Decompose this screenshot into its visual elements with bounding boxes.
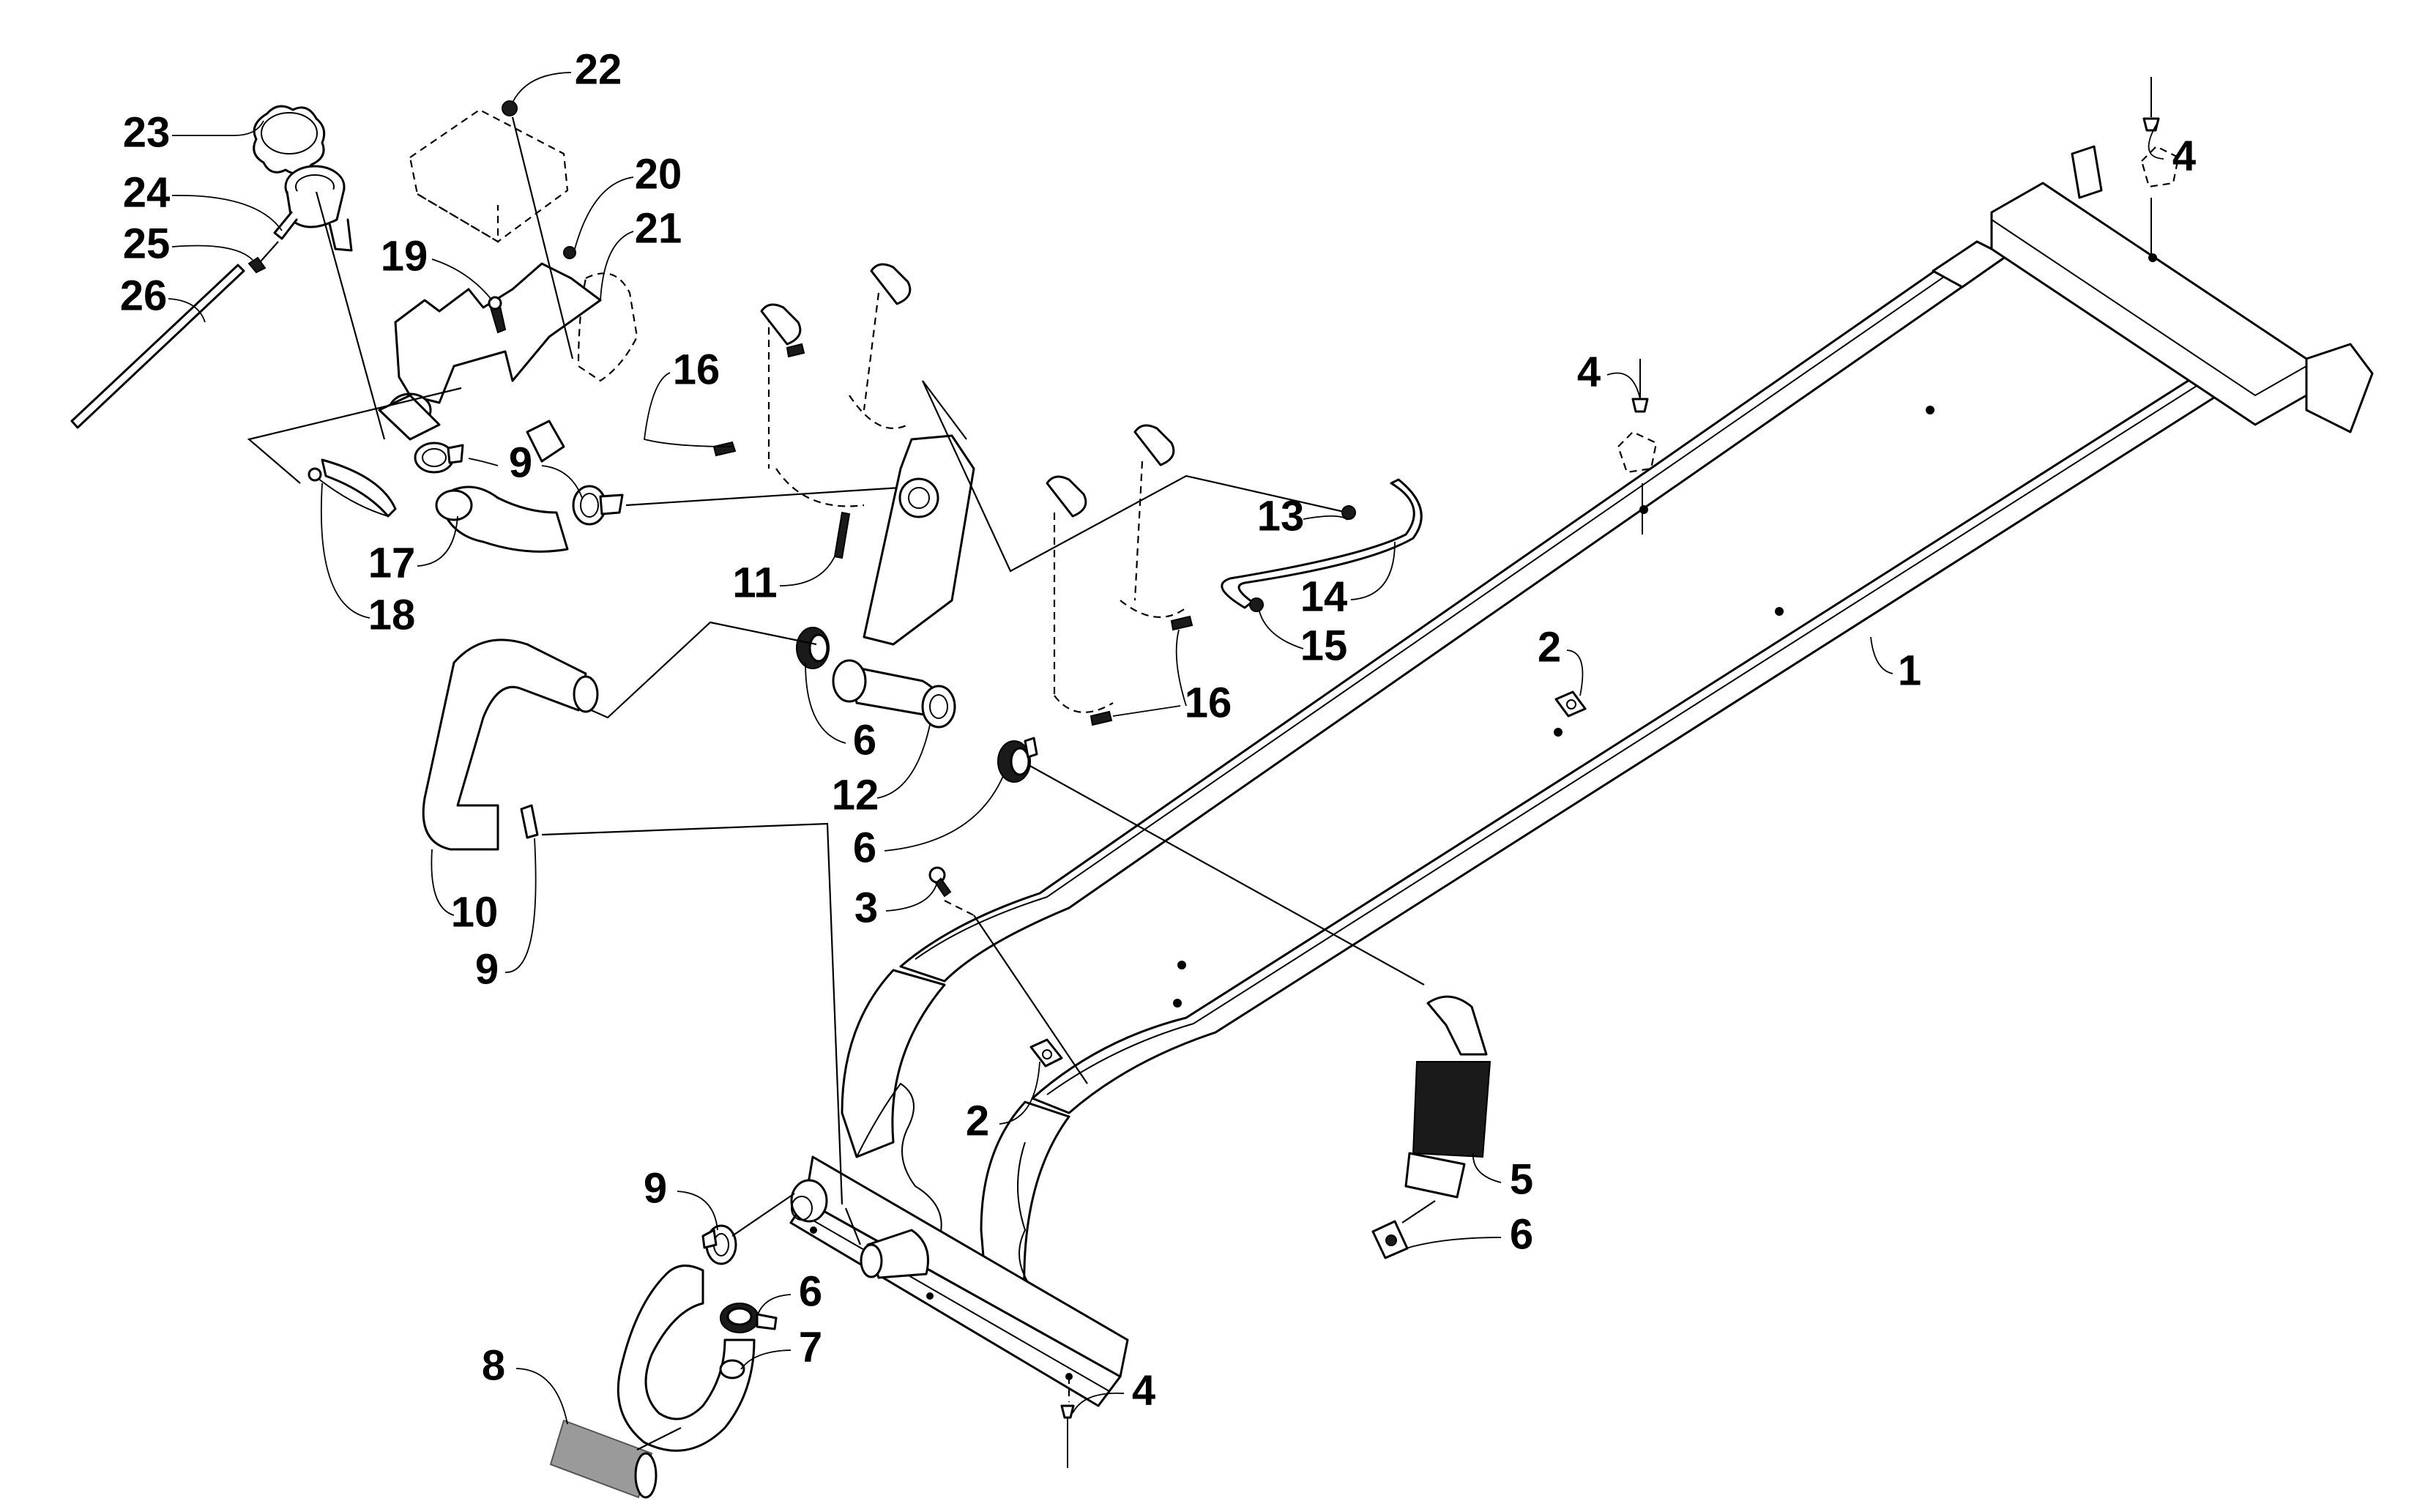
callout-4c: 4 bbox=[1132, 1366, 1155, 1414]
nut[interactable] bbox=[563, 246, 576, 259]
spring-clamp-bottom-clip[interactable] bbox=[520, 804, 539, 839]
hose-short[interactable] bbox=[719, 1359, 745, 1379]
bellows-hose[interactable] bbox=[1404, 995, 1491, 1199]
callout-3: 3 bbox=[854, 884, 878, 931]
callout-19: 19 bbox=[381, 232, 428, 280]
hose-clamp-right[interactable] bbox=[1371, 1220, 1409, 1259]
callout-9b: 9 bbox=[475, 945, 499, 993]
front-heat-exchanger[interactable] bbox=[789, 1155, 1129, 1407]
callout-6c: 6 bbox=[1510, 1210, 1533, 1258]
callout-6b: 6 bbox=[853, 824, 876, 871]
callout-2b: 2 bbox=[966, 1097, 989, 1144]
callout-16a: 16 bbox=[673, 346, 720, 393]
filler-cap[interactable] bbox=[253, 105, 326, 175]
callout-4a: 4 bbox=[2172, 132, 2196, 179]
filler-neck[interactable] bbox=[273, 165, 353, 252]
spring-clamp-upper[interactable] bbox=[414, 442, 464, 474]
hose-clamp-upper[interactable] bbox=[796, 627, 830, 669]
callout-23: 23 bbox=[123, 108, 171, 156]
mounting-bracket[interactable] bbox=[378, 262, 602, 441]
callout-9a: 9 bbox=[509, 439, 532, 486]
cable-tie[interactable] bbox=[308, 458, 397, 518]
screw-upper[interactable] bbox=[712, 343, 805, 457]
callout-labels: 1 2 2 3 4 4 4 5 6 6 6 6 7 8 9 9 9 10 11 … bbox=[120, 45, 2196, 1414]
corrugated-sleeve[interactable] bbox=[549, 1419, 658, 1499]
spark-plug-wire-right[interactable] bbox=[1046, 424, 1187, 713]
callout-20: 20 bbox=[635, 150, 682, 198]
callout-18: 18 bbox=[368, 591, 416, 638]
control-box-outline bbox=[409, 108, 638, 382]
callout-25: 25 bbox=[123, 220, 171, 267]
callout-17: 17 bbox=[368, 539, 416, 586]
screw-lower[interactable] bbox=[1090, 615, 1193, 726]
callout-26: 26 bbox=[120, 272, 168, 319]
callout-5: 5 bbox=[1510, 1155, 1533, 1203]
spring-clamp-middle[interactable] bbox=[572, 485, 624, 526]
speed-nut-lower[interactable] bbox=[1029, 1038, 1063, 1068]
spark-plug-wire-left[interactable] bbox=[760, 263, 912, 507]
lower-hose[interactable] bbox=[617, 1265, 756, 1452]
callout-1: 1 bbox=[1898, 647, 1921, 694]
spring-clamp-bottom[interactable] bbox=[701, 1224, 737, 1265]
callout-13: 13 bbox=[1257, 492, 1305, 540]
callout-16b: 16 bbox=[1185, 679, 1232, 726]
callout-8: 8 bbox=[482, 1341, 505, 1389]
leader-lines bbox=[168, 72, 2164, 1425]
overflow-hose[interactable] bbox=[70, 264, 245, 429]
rivet-middle[interactable] bbox=[1617, 359, 1658, 535]
hose-elbow[interactable] bbox=[435, 485, 569, 553]
hose-clamp-middle[interactable] bbox=[997, 737, 1038, 783]
callout-2a: 2 bbox=[1538, 623, 1561, 671]
clamp-small-lower[interactable] bbox=[1249, 597, 1264, 612]
callout-4b: 4 bbox=[1577, 348, 1601, 395]
callout-14: 14 bbox=[1300, 573, 1348, 620]
screw-bracket[interactable] bbox=[833, 511, 851, 559]
clamp-tiny[interactable] bbox=[247, 256, 267, 274]
bracket-clip[interactable] bbox=[526, 420, 565, 463]
callout-10: 10 bbox=[451, 888, 499, 936]
callout-11: 11 bbox=[732, 559, 777, 606]
speed-nut-upper[interactable] bbox=[1554, 690, 1587, 718]
callout-15: 15 bbox=[1300, 622, 1348, 669]
coolant-hose-large[interactable] bbox=[422, 638, 599, 851]
tunnel-rail-assembly[interactable] bbox=[841, 145, 2374, 1319]
clamp-small-upper[interactable] bbox=[1341, 505, 1356, 520]
callout-7: 7 bbox=[799, 1323, 822, 1371]
callout-21: 21 bbox=[635, 204, 682, 252]
callout-6a: 6 bbox=[853, 716, 876, 764]
callout-9c: 9 bbox=[644, 1164, 667, 1212]
nut-top[interactable] bbox=[502, 100, 518, 116]
rivet-bottom[interactable] bbox=[1060, 1377, 1075, 1468]
hose-clamp-bottom[interactable] bbox=[720, 1303, 778, 1333]
callout-6d: 6 bbox=[799, 1267, 822, 1315]
callout-22: 22 bbox=[575, 45, 622, 93]
callout-24: 24 bbox=[123, 168, 171, 216]
thermostat-housing[interactable] bbox=[832, 434, 975, 729]
callout-12: 12 bbox=[832, 771, 879, 819]
